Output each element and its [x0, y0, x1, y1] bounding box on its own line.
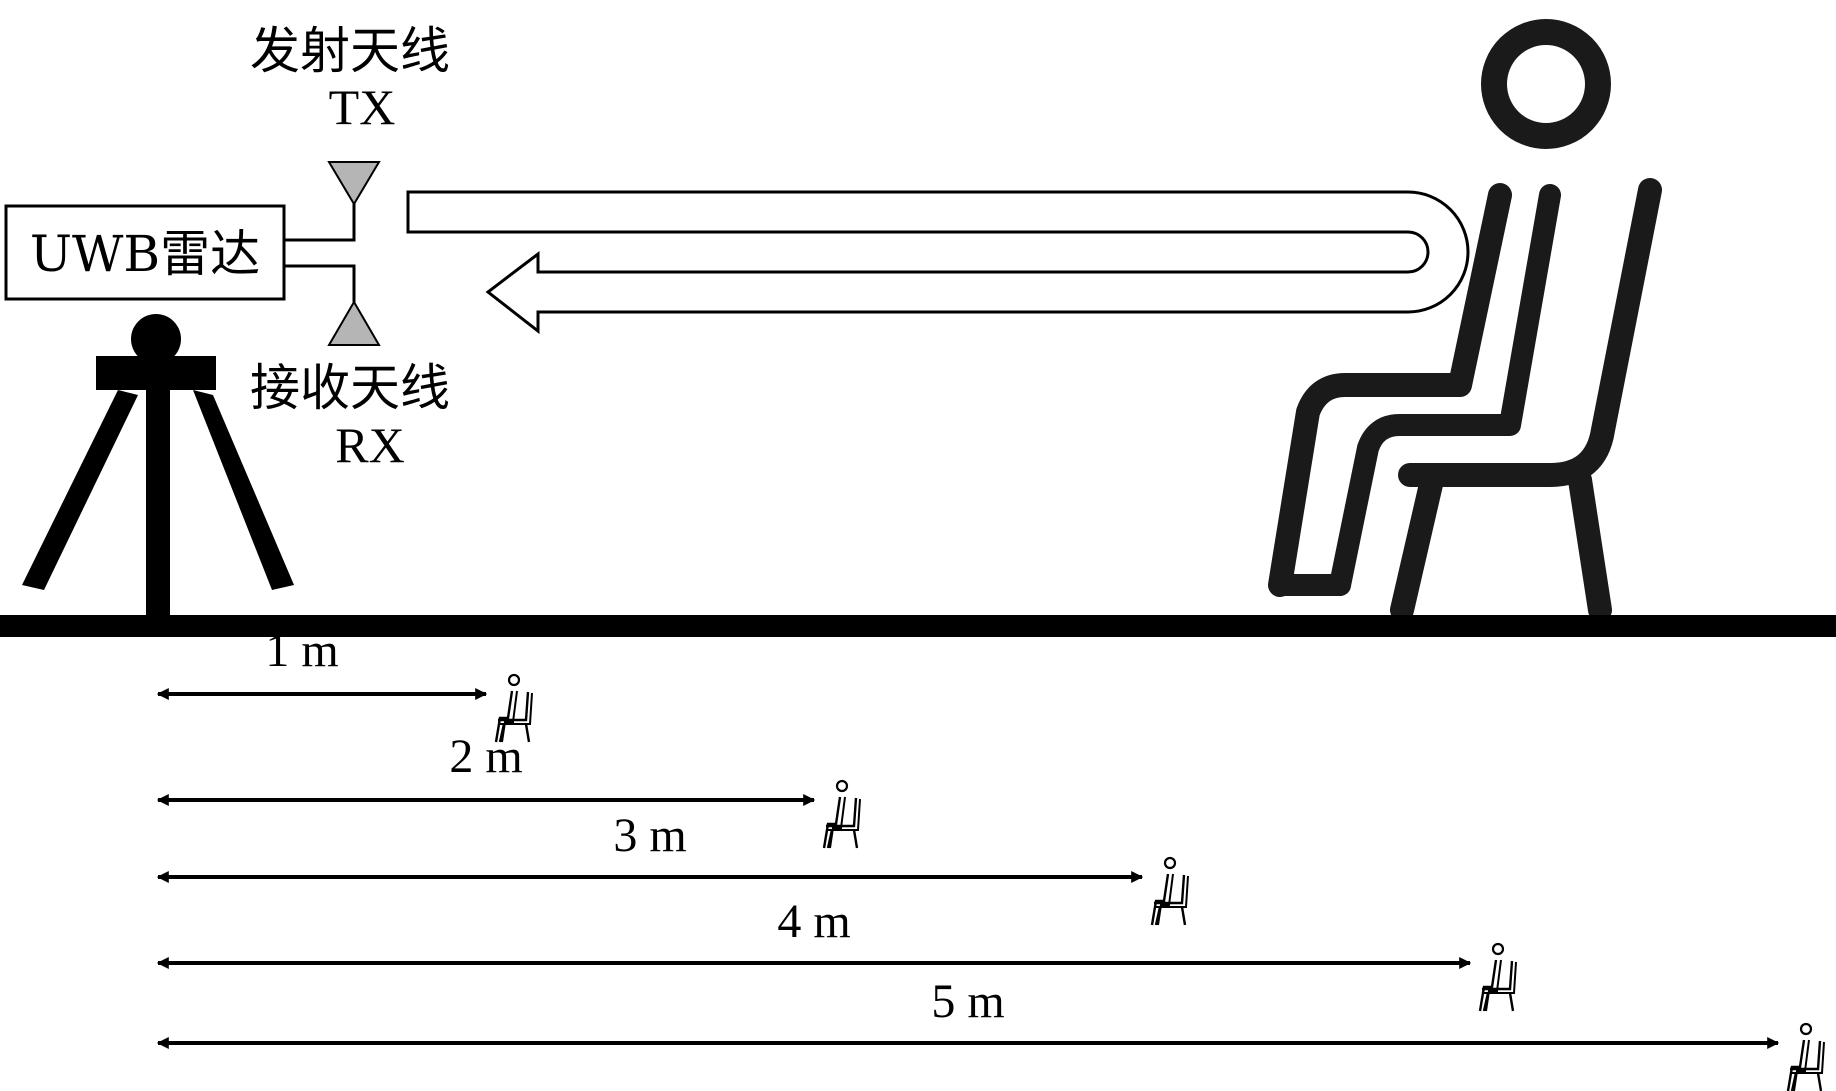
- rx-antenna-name: 接收天线: [250, 359, 450, 417]
- seated-person-small-icon: [1786, 1022, 1826, 1091]
- distance-rows: 1 m 2 m 3 m 4 m 5 m: [156, 624, 1826, 1091]
- rx-antenna-icon: [327, 300, 381, 346]
- distance-label: 4 m: [777, 895, 850, 948]
- distance-label: 5 m: [931, 975, 1004, 1028]
- seated-person-small-icon: [1150, 856, 1190, 927]
- tripod-icon: [22, 314, 294, 618]
- signal-path-arrow: [406, 190, 1470, 335]
- uwb-radar-label: UWB雷达: [30, 225, 260, 283]
- distance-row-3: 3 m: [156, 809, 1190, 927]
- distance-label: 2 m: [449, 730, 522, 783]
- tx-antenna-icon: [327, 161, 381, 206]
- distance-row-5: 5 m: [156, 975, 1826, 1091]
- seated-person-small-icon: [822, 779, 862, 850]
- distance-row-4: 4 m: [156, 895, 1518, 1013]
- rx-antenna-code: RX: [335, 417, 404, 473]
- tx-antenna-name: 发射天线: [250, 22, 450, 80]
- floor-line: [0, 615, 1836, 637]
- distance-row-1: 1 m: [156, 624, 534, 744]
- distance-label: 3 m: [613, 809, 686, 862]
- distance-label: 1 m: [265, 624, 338, 677]
- antenna-wiring: [284, 204, 356, 302]
- tx-antenna-code: TX: [329, 79, 396, 135]
- distance-row-2: 2 m: [156, 730, 862, 850]
- uwb-radar-box: [4, 204, 286, 301]
- seated-person-icon: [1268, 19, 1662, 622]
- seated-person-small-icon: [1478, 942, 1518, 1013]
